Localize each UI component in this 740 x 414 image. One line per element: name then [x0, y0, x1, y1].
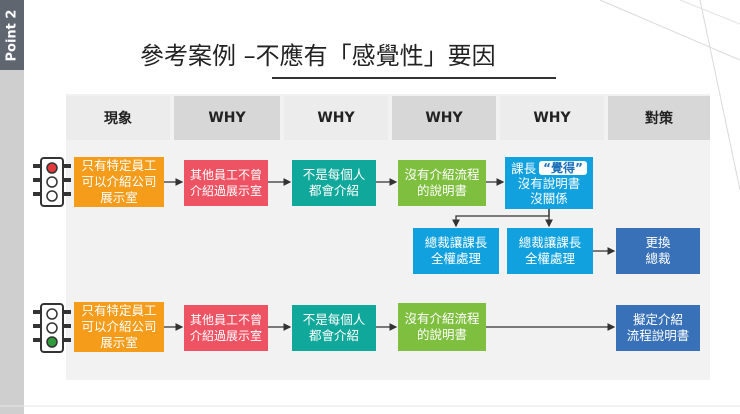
why4-first-line: 課長 “覺得”: [511, 161, 587, 176]
header-phenomenon: 現象: [66, 96, 170, 140]
row2-phenomenon-box: 只有特定員工 可以介紹公司 展示室: [74, 302, 164, 352]
header-action: 對策: [608, 96, 710, 140]
why4-rest: 沒有說明書 沒關係: [517, 175, 581, 206]
row2-why2-box: 不是每個人 都會介紹: [292, 305, 376, 351]
point-tab: Point 2: [0, 0, 24, 70]
row1-phenomenon-box: 只有特定員工 可以介紹公司 展示室: [74, 157, 164, 207]
traffic-light-icon: [33, 157, 71, 207]
row2-why3-box: 沒有介紹流程 的說明書: [398, 303, 486, 351]
row2-why1-box: 其他員工不曾 介紹過展示室: [184, 305, 268, 351]
row1-why4-box: 課長 “覺得” 沒有說明書 沒關係: [505, 157, 593, 209]
row1-branch-b-box: 總裁讓課長 全權處理: [507, 228, 593, 274]
row1-why3-box: 沒有介紹流程 的說明書: [398, 160, 486, 206]
header-why-1: WHY: [174, 96, 280, 140]
header-why-4: WHY: [500, 96, 604, 140]
header-why-2: WHY: [284, 96, 388, 140]
why4-prefix: 課長: [511, 160, 537, 176]
row2-action-box: 擬定介紹 流程說明書: [616, 305, 700, 351]
why4-badge: “覺得”: [539, 161, 587, 175]
title-underline: [272, 77, 556, 79]
traffic-light-icon: [33, 303, 71, 353]
row1-branch-a-box: 總裁讓課長 全權處理: [413, 228, 499, 274]
diagram-background: [66, 94, 710, 380]
header-why-3: WHY: [392, 96, 496, 140]
page-title: 參考案例 –不應有「感覺性」要因: [140, 42, 496, 70]
arrow-r1-branch-a: [452, 209, 550, 228]
row1-why1-box: 其他員工不曾 介紹過展示室: [184, 160, 268, 206]
row1-action-box: 更換 總裁: [616, 228, 700, 274]
row1-why2-box: 不是每個人 都會介紹: [292, 160, 376, 206]
